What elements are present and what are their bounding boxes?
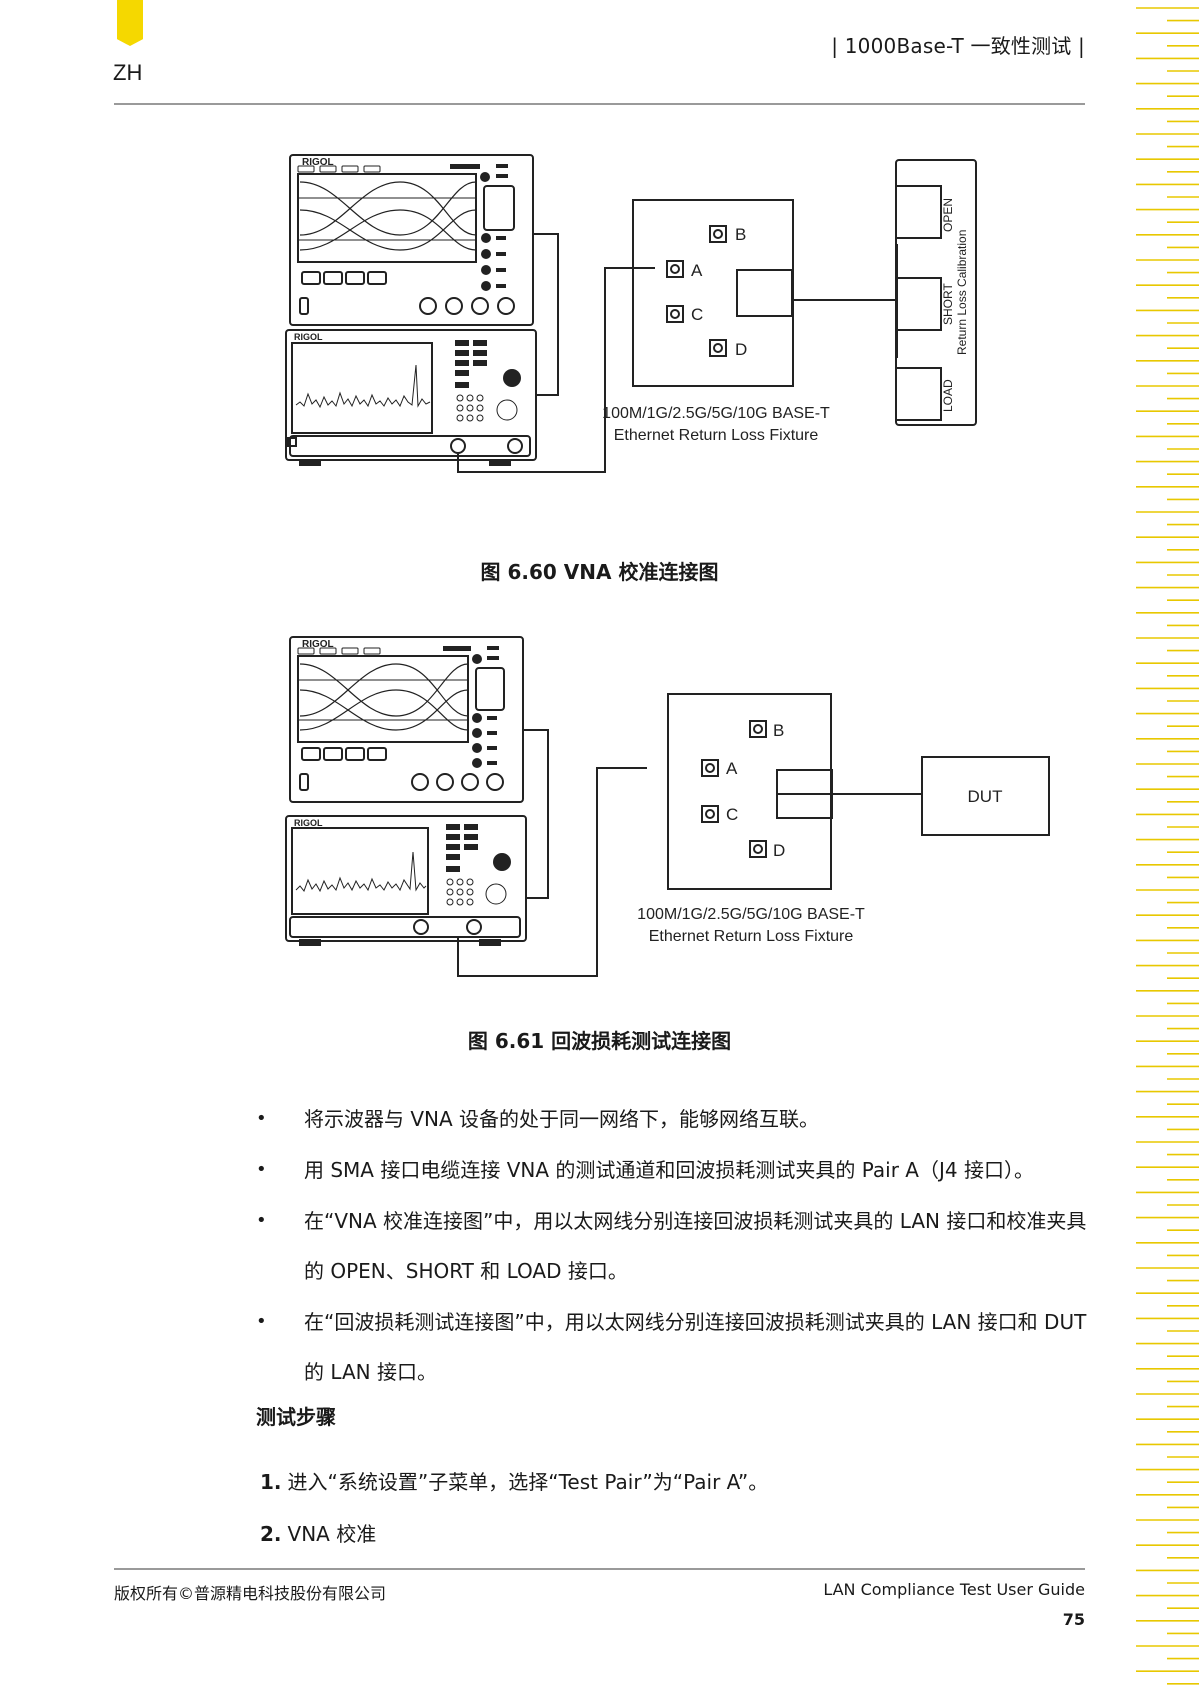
fixture-lan-port xyxy=(776,769,833,819)
port-label-c: C xyxy=(691,305,703,324)
language-label: ZH xyxy=(113,60,143,85)
fixture-label-line1: 100M/1G/2.5G/5G/10G BASE-T xyxy=(602,405,830,422)
sma-port-c xyxy=(701,805,719,823)
step-item: 1.进入“系统设置”子菜单，选择“Test Pair”为“Pair A”。 xyxy=(260,1456,768,1508)
vna-device: RIGOL xyxy=(285,329,537,466)
port-label-d: D xyxy=(735,340,747,359)
list-item: 在“VNA 校准连接图”中，用以太网线分别连接回波损耗测试夹具的 LAN 接口和… xyxy=(250,1196,1090,1296)
fixture-label-line1: 100M/1G/2.5G/5G/10G BASE-T xyxy=(637,906,865,923)
cal-open-port xyxy=(895,185,942,239)
cal-title-label: Return Loss Calibration xyxy=(955,230,969,355)
brand-logo-text: RIGOL xyxy=(302,157,334,168)
fixture-label-line2: Ethernet Return Loss Fixture xyxy=(614,427,819,444)
step-number: 2. xyxy=(260,1522,282,1546)
page-header-title: | 1000Base-T 一致性测试 | xyxy=(831,34,1085,58)
cable-vna-to-port-a xyxy=(457,267,655,473)
sma-port-c xyxy=(666,305,684,323)
header-divider xyxy=(114,103,1085,105)
vna-device: RIGOL xyxy=(285,815,527,946)
setup-bullet-list: 将示波器与 VNA 设备的处于同一网络下，能够网络互联。 用 SMA 接口电缆连… xyxy=(250,1094,1090,1398)
step-number: 1. xyxy=(260,1470,282,1494)
section-title: 测试步骤 xyxy=(256,1405,336,1429)
port-label-c: C xyxy=(726,805,738,824)
return-loss-fixture xyxy=(632,199,794,387)
brand-logo-text: RIGOL xyxy=(294,818,323,828)
page-number: 75 xyxy=(1062,1610,1085,1629)
cable-scope-to-vna xyxy=(533,233,559,396)
list-item: 将示波器与 VNA 设备的处于同一网络下，能够网络互联。 xyxy=(250,1094,1090,1144)
figure-return-loss-test: RIGOL RIGOL xyxy=(285,636,1050,977)
cal-short-port xyxy=(895,277,942,331)
figure1-caption: 图 6.60 VNA 校准连接图 xyxy=(480,560,719,584)
figure-vna-calibration: RIGOL xyxy=(285,154,977,473)
step-text: VNA 校准 xyxy=(287,1522,377,1546)
oscilloscope-device: RIGOL xyxy=(289,154,534,326)
brand-logo-text: RIGOL xyxy=(302,639,334,650)
port-label-b: B xyxy=(773,721,784,740)
test-steps-list: 1.进入“系统设置”子菜单，选择“Test Pair”为“Pair A”。 2.… xyxy=(260,1456,768,1560)
sma-port-b xyxy=(709,225,727,243)
sma-port-d xyxy=(709,339,727,357)
figure2-caption: 图 6.61 回波损耗测试连接图 xyxy=(467,1029,732,1053)
step-text: 进入“系统设置”子菜单，选择“Test Pair”为“Pair A”。 xyxy=(287,1470,769,1494)
copyright-text: 版权所有©普源精电科技股份有限公司 xyxy=(114,1584,387,1603)
footer-divider xyxy=(114,1568,1085,1570)
dut-box xyxy=(921,756,1050,836)
brand-logo-text: RIGOL xyxy=(294,332,323,342)
cal-open-label: OPEN xyxy=(941,198,955,232)
port-label-a: A xyxy=(726,759,738,778)
language-tab-marker xyxy=(117,0,143,46)
fixture-lan-port xyxy=(736,269,793,317)
margin-ruler xyxy=(1136,7,1199,1685)
port-label-a: A xyxy=(691,261,703,280)
cable-vna-to-port-a xyxy=(457,767,647,977)
dut-label: DUT xyxy=(968,787,1003,806)
sma-port-d xyxy=(749,840,767,858)
cal-short-label: SHORT xyxy=(941,283,955,325)
list-item: 在“回波损耗测试连接图”中，用以太网线分别连接回波损耗测试夹具的 LAN 接口和… xyxy=(250,1297,1090,1397)
sma-port-b xyxy=(749,720,767,738)
fixture-label-line2: Ethernet Return Loss Fixture xyxy=(649,928,854,945)
step-item: 2.VNA 校准 xyxy=(260,1508,768,1560)
list-item: 用 SMA 接口电缆连接 VNA 的测试通道和回波损耗测试夹具的 Pair A（… xyxy=(250,1145,1090,1195)
sma-port-a xyxy=(666,260,684,278)
cal-load-port xyxy=(895,367,942,421)
port-label-d: D xyxy=(773,841,785,860)
port-label-b: B xyxy=(735,225,746,244)
cal-load-label: LOAD xyxy=(941,379,955,412)
cable-scope-to-vna xyxy=(523,729,549,899)
oscilloscope-device: RIGOL xyxy=(289,636,524,803)
sma-port-a xyxy=(701,759,719,777)
guide-title: LAN Compliance Test User Guide xyxy=(823,1580,1085,1599)
